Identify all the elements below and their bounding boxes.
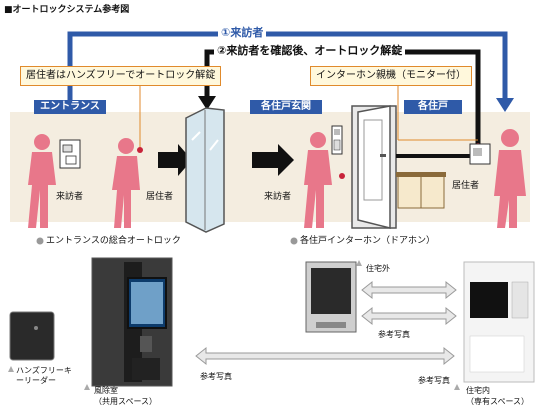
callout-intercom-parent: インターホン親機（モニター付） xyxy=(310,66,472,86)
flow-arrow-visitor xyxy=(496,98,514,112)
marker-reader xyxy=(8,366,14,372)
zone-unit-door: 各住戸玄関 xyxy=(250,100,322,114)
photo-outside-label: 住宅外 xyxy=(366,264,390,273)
visitor1-figure xyxy=(28,134,56,228)
entry-arrow-1 xyxy=(158,144,192,176)
photo-vestibule-sub: （共用スペース） xyxy=(94,397,158,406)
caption-unit-intercom: 各住戸インターホン（ドアホン） xyxy=(300,236,436,246)
visitor2-label: 来訪者 xyxy=(264,192,292,202)
photo-ref1: 参考写真 xyxy=(378,330,410,339)
resident2-figure xyxy=(494,129,526,228)
page-title: ■オートロックシステム参考図 xyxy=(4,5,130,15)
callout-resident-unlock: 居住者はハンズフリーでオートロック解錠 xyxy=(20,66,222,86)
step2-label: ②来訪者を確認後、オートロック解錠 xyxy=(214,43,406,59)
photo-ref2: 参考写真 xyxy=(200,372,232,381)
visitor2-figure xyxy=(304,132,332,228)
marker-outside xyxy=(356,260,362,266)
caption-entrance-lock: エントランスの総合オートロック xyxy=(46,236,181,246)
step1-label: ①来訪者 xyxy=(218,25,267,41)
marker-inside xyxy=(454,384,460,390)
flow-arrow-unlock xyxy=(198,96,216,110)
entry-arrow-2 xyxy=(252,144,294,176)
caption-bullet-entrance xyxy=(36,237,44,245)
zone-unit: 各住戸 xyxy=(404,100,462,114)
photo-inside-label: 住宅内 xyxy=(466,386,490,395)
zone-entrance: エントランス xyxy=(34,100,106,114)
unit-door-panel xyxy=(357,105,391,229)
resident1-label: 居住者 xyxy=(146,192,174,202)
visitor1-label: 来訪者 xyxy=(56,192,84,202)
marker-vestibule xyxy=(84,384,90,390)
link-arrow-lower xyxy=(195,346,455,366)
photo-vestibule-label: 風除室 xyxy=(94,386,118,395)
handsfree-reader-photo xyxy=(9,311,55,361)
photo-ref3: 参考写真 xyxy=(418,376,450,385)
resident2-label: 居住者 xyxy=(452,181,480,191)
callout-dot-resident xyxy=(137,147,143,153)
photo-reader-label: ハンズフリーキーリーダー xyxy=(16,366,72,385)
resident1-figure xyxy=(112,138,140,228)
photo-inside-sub: （専有スペース） xyxy=(466,397,530,406)
link-arrow-upper xyxy=(361,280,457,326)
caption-bullet-intercom xyxy=(290,237,298,245)
